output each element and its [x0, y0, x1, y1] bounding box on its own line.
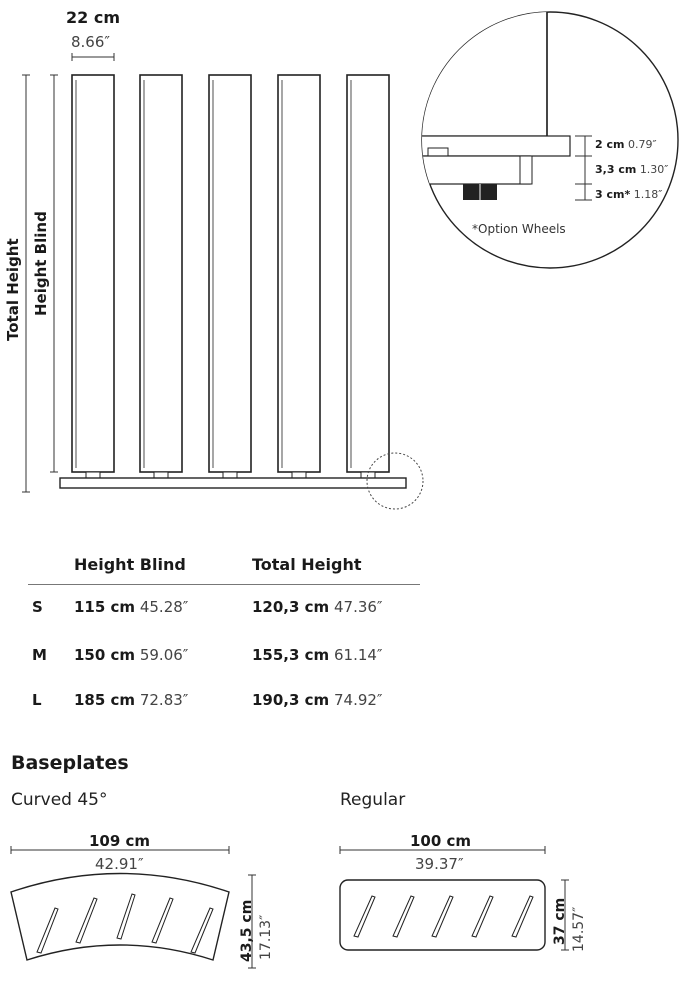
detail-row-1-in: 0.79″ [627, 138, 657, 151]
curved-label: Curved 45° [11, 790, 108, 810]
blind-in: 45.28″ [139, 598, 189, 616]
front-view-drawing [22, 11, 679, 510]
total-in: 74.92″ [333, 691, 383, 709]
detail-row-2-in: 1.30″ [639, 163, 669, 176]
width-in-label: 8.66″ [71, 33, 111, 51]
size-label: L [32, 691, 42, 709]
regular-label: Regular [340, 790, 406, 810]
total-height-label: Total Height [4, 238, 22, 341]
detail-row-2: 3,3 cm 1.30″ [595, 163, 668, 176]
blind-cm: 115 cm [74, 598, 136, 616]
header-total-height: Total Height [252, 555, 362, 574]
blind-panel [139, 74, 183, 479]
curved-baseplate [10, 872, 230, 961]
baseplates-drawing [10, 846, 569, 969]
blind-panel [346, 74, 390, 479]
height-blind-label: Height Blind [32, 211, 50, 316]
detail-row-1: 2 cm 0.79″ [595, 138, 657, 151]
blind-in: 72.83″ [139, 691, 189, 709]
curved-width-in: 42.91″ [95, 855, 144, 873]
size-label: M [32, 646, 47, 664]
total-in: 47.36″ [333, 598, 383, 616]
total-cm: 190,3 cm [252, 691, 330, 709]
total-in: 61.14″ [333, 646, 383, 664]
detail-marker-circle [366, 452, 424, 510]
detail-row-3-in: 1.18″ [633, 188, 663, 201]
detail-view [421, 11, 679, 269]
base-plate [59, 477, 407, 489]
total-cm: 155,3 cm [252, 646, 330, 664]
detail-note: *Option Wheels [472, 222, 566, 236]
regular-width-cm: 100 cm [410, 832, 472, 850]
detail-row-3: 3 cm* 1.18″ [595, 188, 662, 201]
blind-panel [208, 74, 252, 479]
curved-width-cm: 109 cm [89, 832, 151, 850]
blind-cm: 150 cm [74, 646, 136, 664]
total-cm: 120,3 cm [252, 598, 330, 616]
detail-row-3-cm: 3 cm* [595, 188, 631, 201]
regular-width-in: 39.37″ [415, 855, 464, 873]
blind-panel [71, 74, 115, 479]
table-row: S 115 cm 45.28″ 120,3 cm 47.36″ [0, 598, 430, 622]
blind-in: 59.06″ [139, 646, 189, 664]
blind-cm: 185 cm [74, 691, 136, 709]
detail-row-1-cm: 2 cm [595, 138, 625, 151]
table-row: M 150 cm 59.06″ 155,3 cm 61.14″ [0, 646, 430, 670]
curved-slots [36, 893, 214, 954]
size-label: S [32, 598, 43, 616]
detail-row-2-cm: 3,3 cm [595, 163, 637, 176]
regular-slots [353, 895, 534, 938]
blind-panel [277, 74, 321, 479]
table-row: L 185 cm 72.83″ 190,3 cm 74.92″ [0, 691, 430, 715]
width-cm-label: 22 cm [66, 8, 120, 27]
baseplates-title: Baseplates [11, 752, 129, 774]
header-height-blind: Height Blind [74, 555, 186, 574]
table-divider [28, 584, 420, 585]
